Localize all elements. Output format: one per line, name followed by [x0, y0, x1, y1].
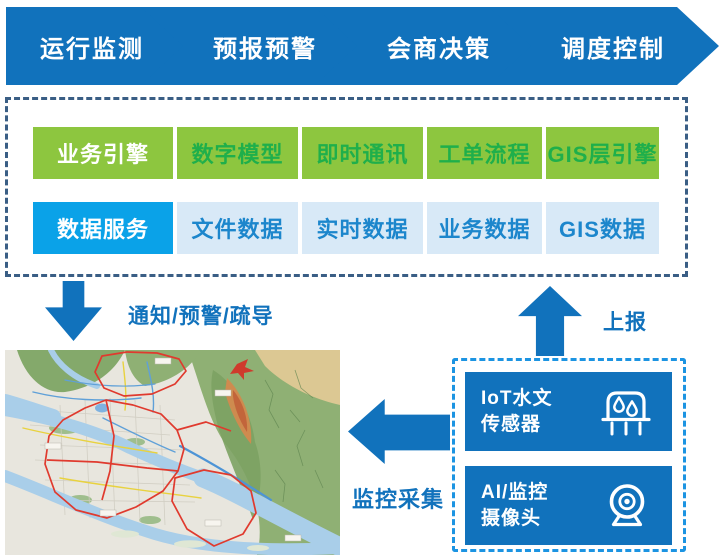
cell-gis-layer-engine: GIS层引擎 — [546, 127, 659, 179]
cell-realtime-data: 实时数据 — [302, 202, 423, 254]
process-step-label: 预报预警 — [213, 35, 317, 63]
platform-dashed-box — [5, 97, 688, 277]
engine-row-header: 业务引擎 — [33, 127, 173, 179]
cell-work-order-flow: 工单流程 — [427, 127, 542, 179]
process-step-label: 调度控制 — [561, 35, 665, 63]
water-sensor-icon — [601, 390, 651, 435]
terrain-basin-map — [5, 350, 340, 555]
cell-instant-messaging: 即时通讯 — [302, 127, 423, 179]
iot-hydrology-sensor-card: IoT水文 传感器 — [465, 372, 672, 451]
cell-gis-data: GIS数据 — [546, 202, 659, 254]
process-step-dispatch-control: 调度控制 — [489, 7, 719, 85]
iot-sensor-label: IoT水文 传感器 — [481, 386, 553, 437]
down-arrow-icon — [45, 281, 102, 341]
process-step-label: 运行监测 — [40, 35, 144, 63]
report-flow-label: 上报 — [603, 311, 647, 334]
iot-sensor-label-line1: IoT水文 — [481, 387, 553, 409]
notify-flow-label: 通知/预警/疏导 — [128, 305, 274, 328]
ai-camera-label-line1: AI/监控 — [481, 481, 549, 503]
data-row-header: 数据服务 — [33, 202, 173, 254]
cell-file-data: 文件数据 — [177, 202, 298, 254]
camera-icon — [609, 483, 645, 526]
collect-flow-label: 监控采集 — [352, 487, 445, 512]
business-engine-row: 业务引擎 数字模型 即时通讯 工单流程 GIS层引擎 — [33, 127, 659, 179]
cell-business-data: 业务数据 — [427, 202, 542, 254]
ai-camera-label-line2: 摄像头 — [481, 507, 542, 529]
data-service-row: 数据服务 文件数据 实时数据 业务数据 GIS数据 — [33, 202, 659, 254]
process-step-label: 会商决策 — [387, 35, 491, 63]
ai-camera-label: AI/监控 摄像头 — [481, 480, 548, 531]
iot-sensor-label-line2: 传感器 — [481, 413, 542, 435]
sensor-panel-dashed-box — [452, 358, 686, 552]
cell-digital-model: 数字模型 — [177, 127, 298, 179]
left-arrow-icon — [348, 399, 450, 464]
up-arrow-icon — [518, 286, 582, 356]
ai-camera-card: AI/监控 摄像头 — [465, 466, 672, 545]
